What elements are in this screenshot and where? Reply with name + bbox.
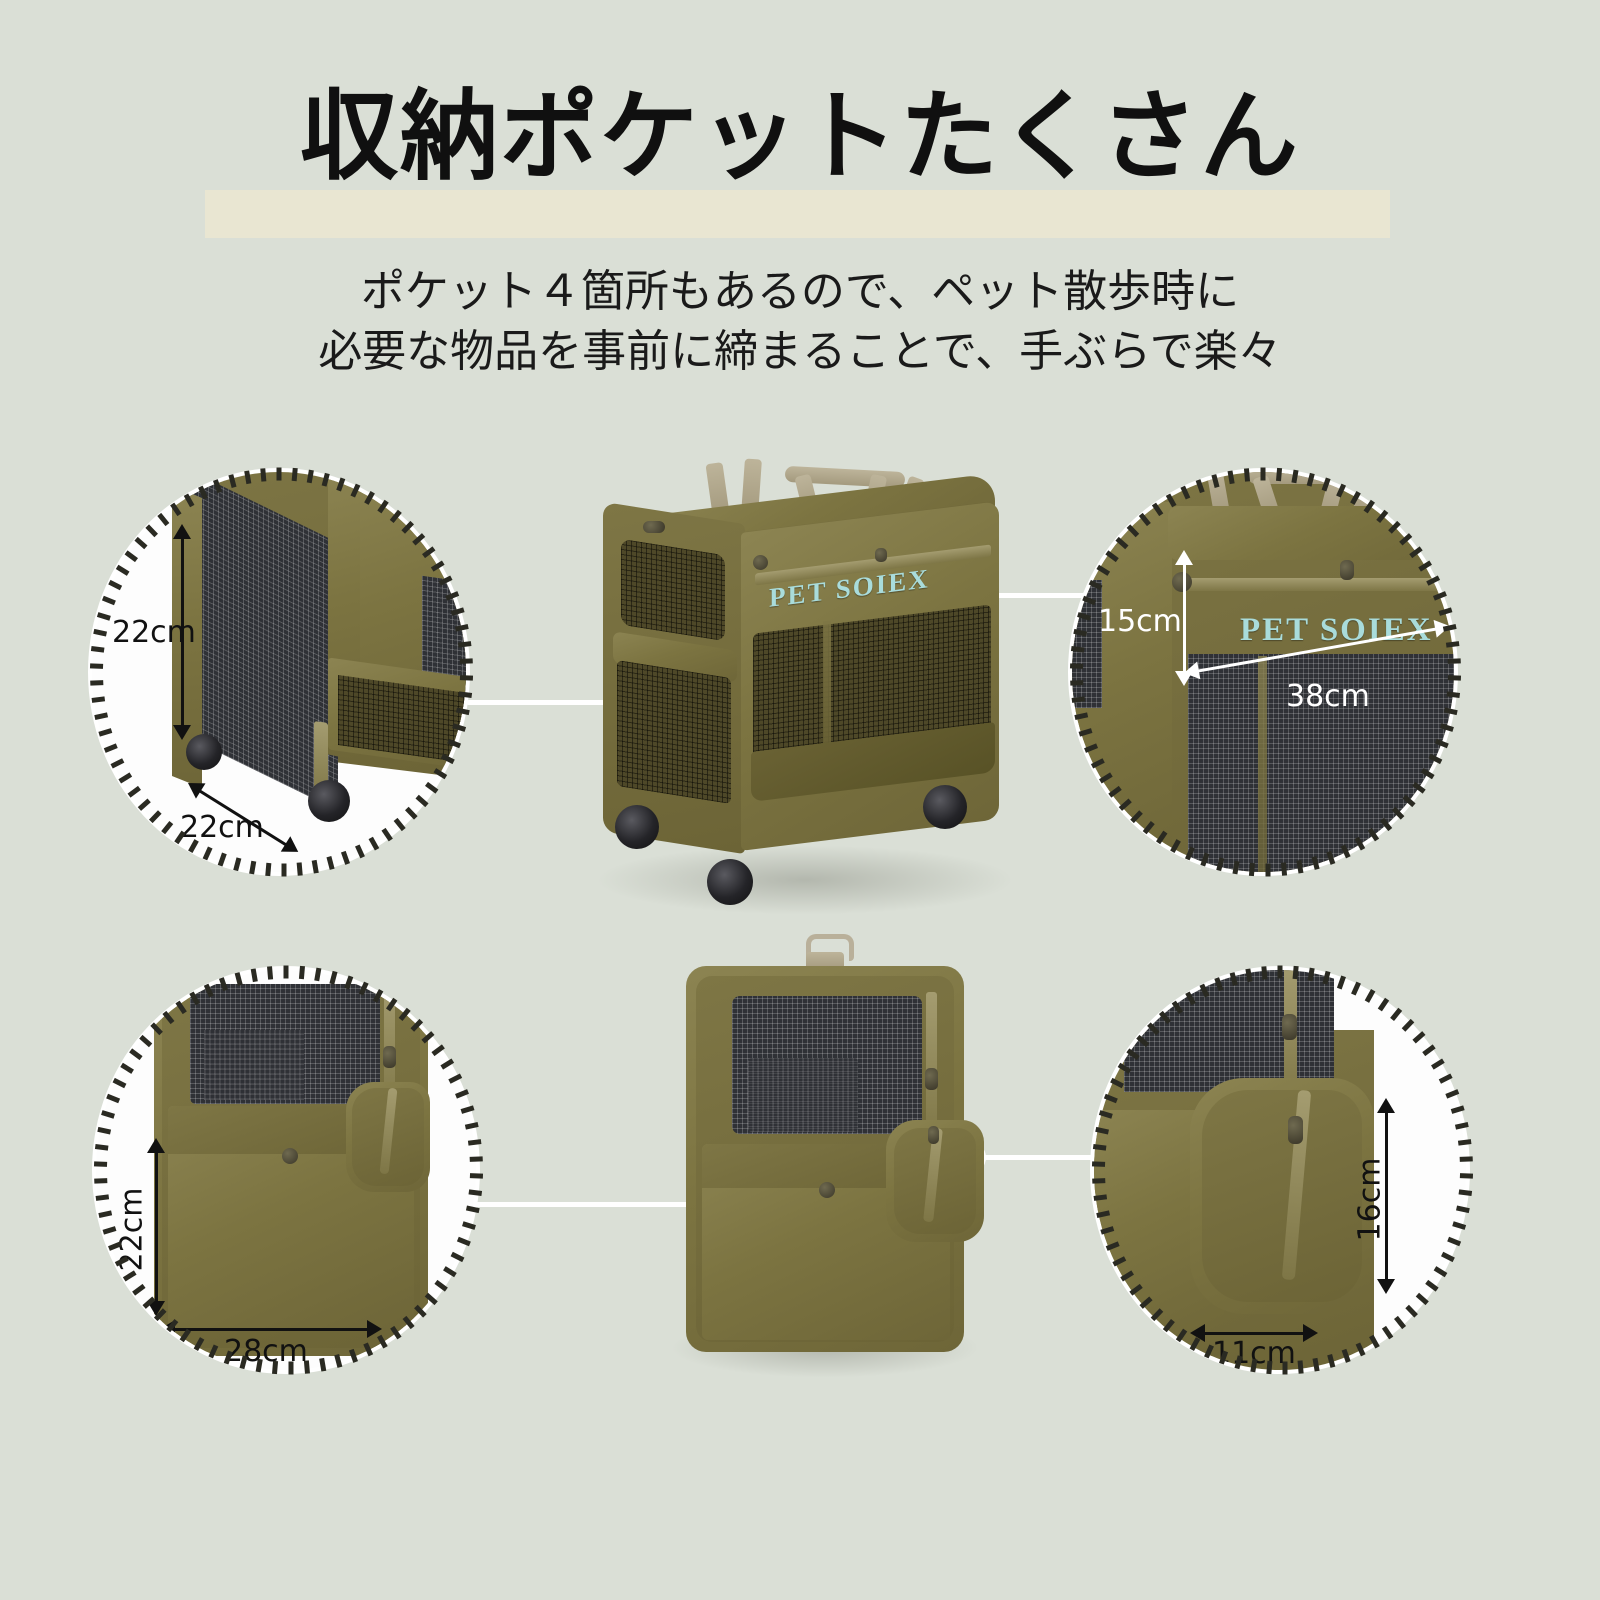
detail-circle-back-pocket: 22cm 28cm xyxy=(96,970,476,1370)
pouch-zipper-pull xyxy=(928,1126,939,1144)
connector-line-back-pocket xyxy=(474,1202,784,1207)
front-mesh-pocket xyxy=(1188,654,1454,872)
dimension-label-width: 28cm xyxy=(224,1334,308,1369)
connector-line-front-pocket xyxy=(940,593,1140,598)
detail-mesh-window xyxy=(1124,970,1334,1092)
front-zipper xyxy=(1178,578,1454,591)
dimension-label-height: 16cm xyxy=(1352,1157,1388,1242)
zipper-pull xyxy=(1340,560,1354,580)
carrier-side-mesh-window xyxy=(621,538,725,642)
detail-mesh-highlight xyxy=(204,1030,304,1100)
detail-side-mesh xyxy=(1072,580,1102,708)
dimension-label-width: 38cm xyxy=(1286,679,1370,714)
zipper-pull xyxy=(925,1068,938,1090)
detail-top-lid xyxy=(1168,506,1454,560)
dimension-label-depth: 22cm xyxy=(180,810,264,845)
brand-logo-text: PET SOIEX xyxy=(1240,612,1433,648)
connector-line-side-pocket xyxy=(466,700,666,705)
front-pocket-divider xyxy=(823,620,831,746)
page-subtitle: ポケット４箇所もあるので、ペット散歩時に 必要な物品を事前に締まることで、手ぶら… xyxy=(0,262,1600,382)
caster-wheel xyxy=(186,734,222,770)
zipper-pull xyxy=(875,548,887,562)
front-pocket-divider xyxy=(1258,656,1267,872)
dimension-label-height: 22cm xyxy=(114,1187,150,1272)
d-ring xyxy=(643,521,665,533)
zipper-pull xyxy=(1282,1014,1297,1040)
connector-line-pouch xyxy=(968,1155,1128,1160)
dimension-label-width: 11cm xyxy=(1212,1336,1296,1370)
page-title: 収納ポケットたくさん xyxy=(299,80,1300,194)
dimension-label-height: 15cm xyxy=(1098,604,1182,639)
panel-zipper xyxy=(926,992,937,1142)
hanger-tab xyxy=(806,952,844,970)
snap-button xyxy=(819,1182,835,1198)
page-subtitle-line-2: 必要な物品を事前に締まることで、手ぶらで楽々 xyxy=(318,325,1282,377)
hanger-loop xyxy=(806,934,854,961)
zipper-pull xyxy=(383,1046,396,1068)
detail-circle-side-pocket: 22cm 22cm xyxy=(92,472,466,872)
carrier-side-mesh-pocket xyxy=(617,659,731,805)
zipper-stud xyxy=(1172,572,1192,592)
dimension-label-height: 22cm xyxy=(112,615,196,650)
zipper-stud xyxy=(753,555,768,570)
detail-circle-front-pocket: PET SOIEX 15cm 38cm xyxy=(1072,472,1454,872)
caster-wheel xyxy=(923,785,967,829)
dimension-arrow-vertical xyxy=(1174,550,1194,686)
dimension-arrow-vertical xyxy=(1376,1098,1396,1294)
caster-wheel xyxy=(308,780,350,822)
pouch-zipper-pull xyxy=(1288,1116,1303,1144)
header: 収納ポケットたくさん ポケット４箇所もあるので、ペット散歩時に 必要な物品を事前… xyxy=(0,0,1600,420)
snap-button xyxy=(282,1148,298,1164)
mesh-window-highlight xyxy=(748,1058,858,1132)
product-image-carrier-back-panel xyxy=(670,934,984,1378)
product-image-carrier-wheeled: PET SOIEX xyxy=(585,455,1025,925)
page-subtitle-line-1: ポケット４箇所もあるので、ペット散歩時に xyxy=(360,266,1240,317)
dimension-arrow-horizontal xyxy=(1190,1322,1318,1344)
product-shadow xyxy=(595,845,1015,915)
caster-wheel xyxy=(615,805,659,849)
title-highlight-bar xyxy=(205,190,1390,238)
detail-circle-small-pouch: 16cm 11cm xyxy=(1094,970,1466,1370)
dimension-arrow-vertical xyxy=(172,524,192,740)
caster-wheel xyxy=(707,859,753,905)
page-title-wrap: 収納ポケットたくさん xyxy=(0,88,1600,186)
